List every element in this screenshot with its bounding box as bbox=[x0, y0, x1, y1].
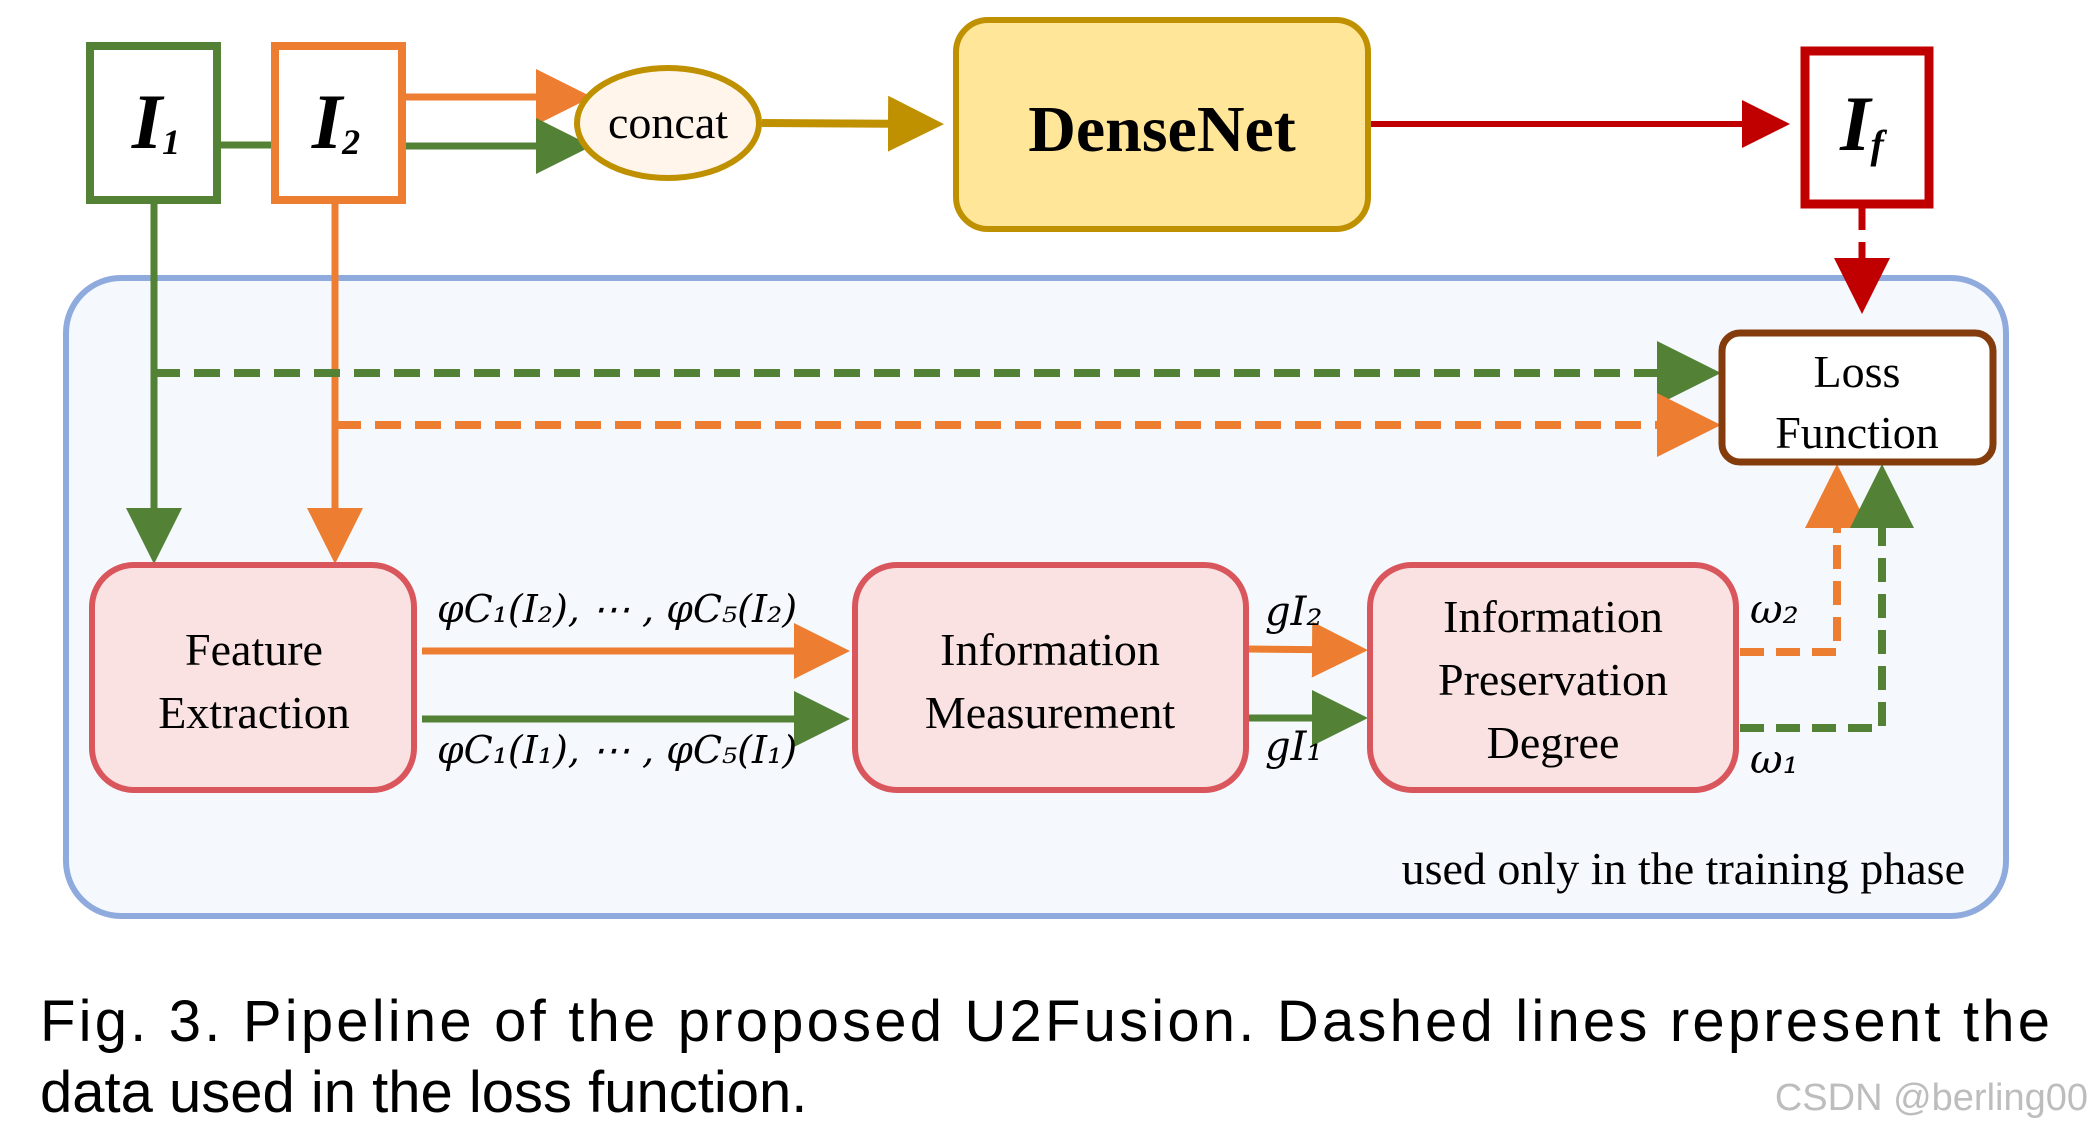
input-i2-subscript: 2 bbox=[341, 122, 360, 162]
feature-extraction-label-line1: Feature bbox=[185, 624, 323, 675]
im-to-ipd-orange-arrow bbox=[1247, 621, 1368, 678]
information-preservation-label-line2: Preservation bbox=[1438, 654, 1668, 705]
omega1-label: ω₁ bbox=[1750, 737, 1799, 783]
g-i2-label: gI₂ bbox=[1265, 589, 1322, 635]
omega1-dashed-arrow bbox=[1740, 464, 1914, 732]
phi-i1-label: φC₁(I₁), ⋯ , φC₅(I₁) bbox=[437, 728, 797, 772]
densenet-label: DenseNet bbox=[1028, 93, 1296, 166]
loss-function-label-line2: Function bbox=[1775, 407, 1939, 458]
information-measurement-node bbox=[852, 562, 1249, 793]
loss-function-label: Loss bbox=[1814, 346, 1901, 397]
concat-to-densenet-arrow bbox=[761, 95, 944, 152]
input-i1-label: I1 bbox=[131, 78, 180, 165]
phi-i2-label: φC₁(I₂), ⋯ , φC₅(I₂) bbox=[437, 587, 797, 631]
loss-function-node bbox=[1718, 329, 1997, 466]
input-i2-label: I2 bbox=[311, 78, 360, 165]
output-if-subscript: f bbox=[1871, 122, 1888, 167]
information-preservation-label-line3: Degree bbox=[1487, 717, 1620, 768]
information-preservation-label-line1: Information bbox=[1443, 591, 1663, 642]
input-i1-subscript: 1 bbox=[162, 122, 180, 162]
feature-extraction-label-line2: Extraction bbox=[158, 687, 350, 738]
figure-caption-line1: Fig. 3. Pipeline of the proposed U2Fusio… bbox=[40, 989, 2050, 1054]
information-measurement-label-line1: Information bbox=[940, 624, 1160, 675]
input-i2-box bbox=[271, 42, 406, 204]
densenet-node bbox=[953, 17, 1371, 232]
csdn-watermark: CSDN @berling00 bbox=[1775, 1077, 2088, 1119]
training-phase-note: used only in the training phase bbox=[1402, 843, 1965, 894]
g-i1-label: gI₁ bbox=[1265, 724, 1322, 770]
feature-extraction-node bbox=[89, 562, 417, 793]
information-preservation-node bbox=[1367, 562, 1739, 793]
concat-node bbox=[574, 65, 762, 181]
information-measurement-label-line2: Measurement bbox=[925, 687, 1176, 738]
figure-caption-line2: data used in the loss function. bbox=[40, 1060, 807, 1125]
output-if-box bbox=[1800, 46, 1934, 209]
output-if-label: If bbox=[1839, 80, 1887, 167]
concat-label: concat bbox=[608, 97, 728, 148]
omega2-label: ω₂ bbox=[1750, 587, 1799, 633]
input-i1-box bbox=[86, 42, 221, 204]
